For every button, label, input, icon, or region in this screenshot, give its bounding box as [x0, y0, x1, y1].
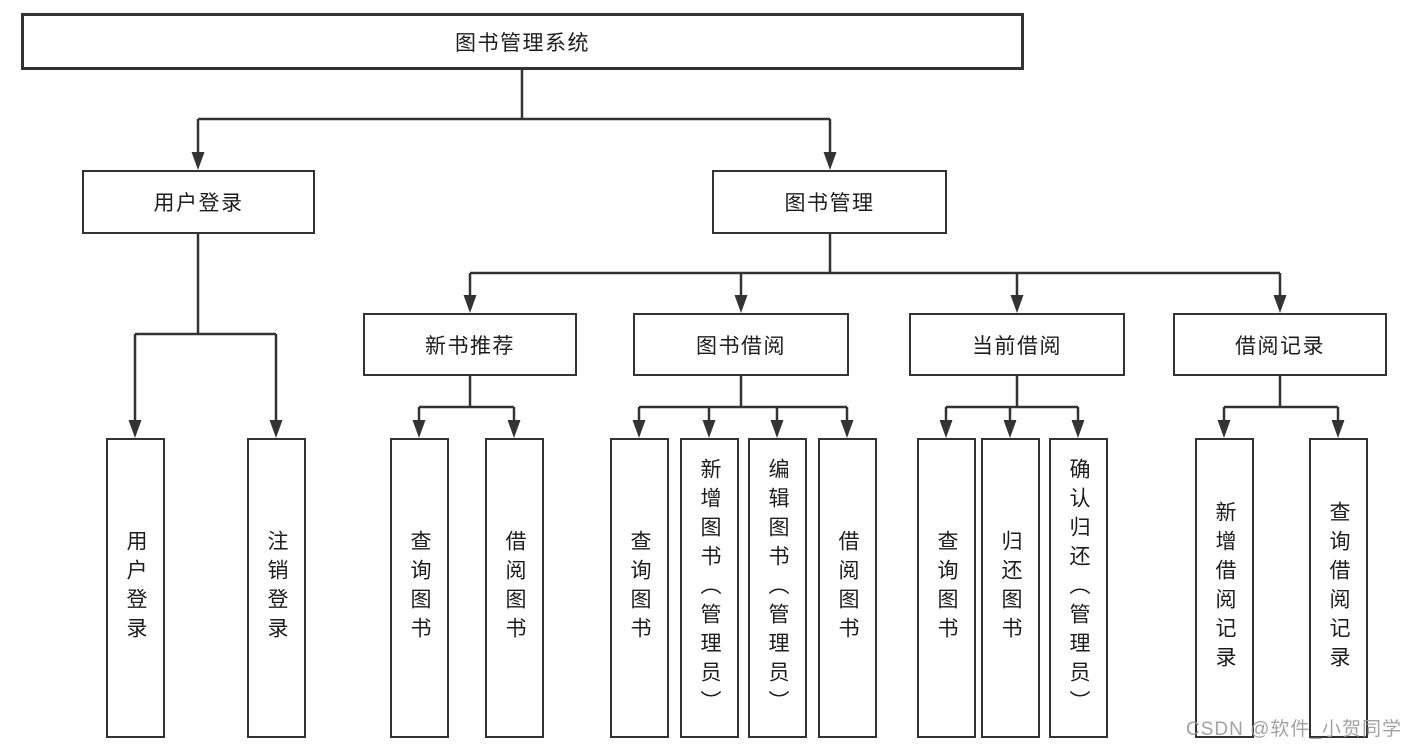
arrowhead: [1003, 420, 1017, 438]
connector-root-to-level2: [191, 70, 837, 170]
arrowhead: [632, 420, 646, 438]
leaf-borrow-book-label: 借阅图书: [836, 530, 859, 646]
leaf-borrow-book-recommend: 借阅图书: [485, 438, 544, 738]
node-book-borrow: 图书借阅: [633, 313, 849, 376]
leaf-borrow-book-recommend-label: 借阅图书: [503, 530, 526, 646]
leaf-user-login: 用户登录: [106, 438, 165, 738]
node-current-borrow-label: 当前借阅: [972, 334, 1062, 358]
leaf-query-borrow-record-label: 查询借阅记录: [1327, 501, 1350, 675]
node-current-borrow: 当前借阅: [909, 313, 1125, 376]
arrowhead: [1331, 420, 1345, 438]
leaf-add-book-admin: 新增图书（管理员）: [680, 438, 739, 738]
leaf-edit-book-admin: 编辑图书（管理员）: [748, 438, 807, 738]
leaf-query-book-borrow-label: 查询图书: [628, 530, 651, 646]
arrowhead: [702, 420, 716, 438]
arrowhead: [823, 152, 837, 170]
arrowhead: [939, 420, 953, 438]
leaf-query-book-borrow: 查询图书: [610, 438, 669, 738]
connector-current-borrow-to-leaves: [939, 376, 1085, 438]
arrowhead: [840, 420, 854, 438]
leaf-edit-book-admin-label: 编辑图书（管理员）: [766, 457, 789, 719]
leaf-return-book: 归还图书: [981, 438, 1040, 738]
arrowhead: [1273, 295, 1287, 313]
leaf-add-borrow-record: 新增借阅记录: [1195, 438, 1254, 738]
leaf-query-book-current: 查询图书: [917, 438, 976, 738]
arrowhead: [1071, 420, 1085, 438]
arrowhead: [734, 295, 748, 313]
connector-book-borrow-to-leaves: [632, 376, 854, 438]
arrowhead: [412, 420, 426, 438]
leaf-confirm-return-admin-label: 确认归还（管理员）: [1067, 457, 1090, 719]
connector-borrow-records-to-leaves: [1217, 376, 1345, 438]
node-root-label: 图书管理系统: [455, 31, 590, 55]
arrowhead: [191, 152, 205, 170]
leaf-add-book-admin-label: 新增图书（管理员）: [698, 457, 721, 719]
node-borrow-records-label: 借阅记录: [1235, 334, 1325, 358]
leaf-query-book-current-label: 查询图书: [935, 530, 958, 646]
leaf-logout-label: 注销登录: [265, 530, 288, 646]
leaf-query-book-recommend: 查询图书: [390, 438, 449, 738]
arrowhead: [269, 420, 283, 438]
arrowhead: [128, 420, 142, 438]
connector-user-login-to-leaves: [128, 234, 283, 438]
arrowhead: [1217, 420, 1231, 438]
node-new-book-recommend-label: 新书推荐: [425, 334, 515, 358]
node-root: 图书管理系统: [21, 13, 1024, 70]
connector-book-management-to-level3: [463, 234, 1287, 313]
leaf-return-book-label: 归还图书: [999, 530, 1022, 646]
leaf-query-borrow-record: 查询借阅记录: [1309, 438, 1368, 738]
leaf-borrow-book: 借阅图书: [818, 438, 877, 738]
node-book-management-label: 图书管理: [784, 192, 875, 215]
arrowhead: [1010, 295, 1024, 313]
node-book-borrow-label: 图书借阅: [696, 334, 786, 358]
leaf-add-borrow-record-label: 新增借阅记录: [1213, 501, 1236, 675]
watermark: CSDN @软件_小贺同学: [1186, 719, 1402, 740]
leaf-logout: 注销登录: [247, 438, 306, 738]
leaf-confirm-return-admin: 确认归还（管理员）: [1049, 438, 1108, 738]
leaf-query-book-recommend-label: 查询图书: [408, 530, 431, 646]
arrowhead: [463, 295, 477, 313]
node-user-login-label: 用户登录: [153, 192, 244, 215]
node-borrow-records: 借阅记录: [1173, 313, 1387, 376]
arrowhead: [770, 420, 784, 438]
connector-new-book-recommend-to-leaves: [412, 376, 521, 438]
node-new-book-recommend: 新书推荐: [363, 313, 577, 376]
node-book-management: 图书管理: [712, 170, 947, 234]
arrowhead: [507, 420, 521, 438]
leaf-user-login-label: 用户登录: [124, 530, 147, 646]
node-user-login: 用户登录: [82, 170, 315, 234]
